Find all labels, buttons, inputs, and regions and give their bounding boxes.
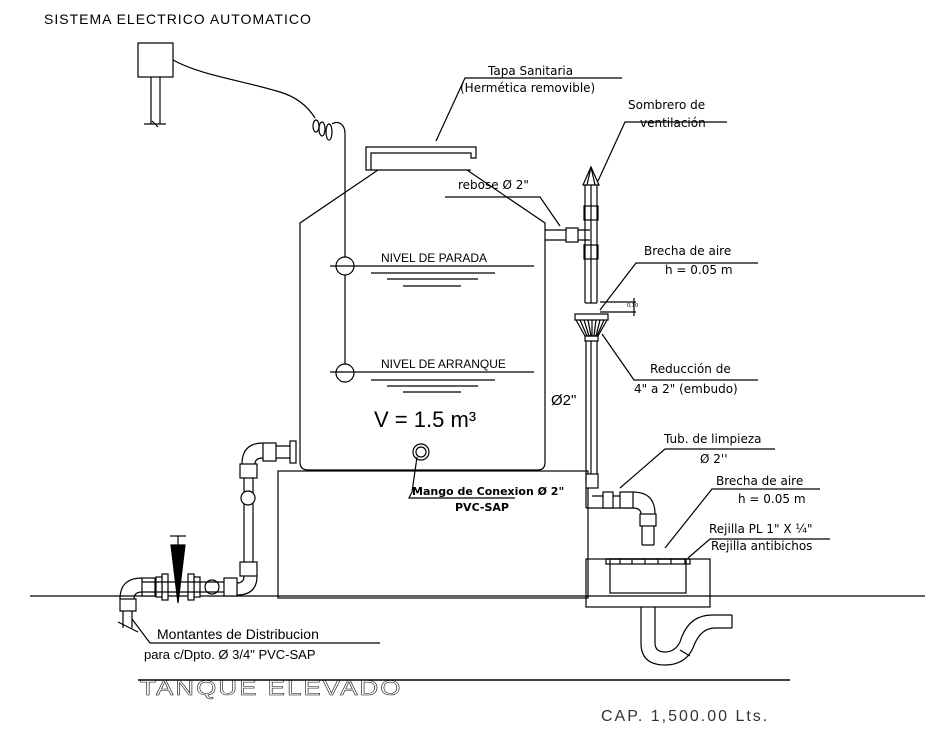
label-brecha-aire-top: Brecha de aire xyxy=(644,244,732,258)
label-brecha-aire-bottom: Brecha de aire xyxy=(716,474,804,488)
cleaning-pipe xyxy=(585,473,657,546)
distribution-pipe xyxy=(117,440,297,633)
outlet-connection xyxy=(412,443,430,461)
label-tapa-sanitaria: Tapa Sanitaria xyxy=(488,64,574,78)
label-ventilacion: ventilación xyxy=(640,116,706,130)
label-nivel-parada: NIVEL DE PARADA xyxy=(381,251,488,265)
label-rejilla-pl: Rejilla PL 1" X ¼" xyxy=(709,522,813,536)
float-start xyxy=(335,363,355,383)
overflow-pipe xyxy=(545,165,600,304)
label-tub-limpieza: Tub. de limpieza xyxy=(664,432,762,446)
label-mango-conexion: Mango de Conexion Ø 2" xyxy=(412,485,565,498)
leader-lines xyxy=(131,77,830,681)
label-brecha-aire-top-h: h = 0.05 m xyxy=(665,263,733,277)
gate-valve xyxy=(170,535,186,604)
label-mango-pvc: PVC-SAP xyxy=(455,501,509,514)
label-brecha-aire-bottom-h: h = 0.05 m xyxy=(738,492,806,506)
electric-cable xyxy=(172,59,316,119)
drain-box xyxy=(585,558,733,666)
label-dimension: 0,10 xyxy=(627,303,639,309)
label-tapa-sanitaria-detail: (Hermética removible) xyxy=(460,81,596,95)
label-nivel-arranque: NIVEL DE ARRANQUE xyxy=(381,357,506,371)
tank-body xyxy=(299,169,546,471)
label-tub-limpieza-diam: Ø 2'' xyxy=(700,452,728,466)
control-box xyxy=(137,42,174,128)
label-rejilla-antibichos: Rejilla antibichos xyxy=(711,539,813,553)
label-diameter-vertical: Ø2" xyxy=(551,392,577,409)
label-sombrero: Sombrero de xyxy=(628,98,706,112)
label-montantes: Montantes de Distribucion xyxy=(157,626,319,642)
label-reduccion: Reducción de xyxy=(650,362,731,376)
tank-base xyxy=(277,470,589,599)
sanitary-lid xyxy=(365,146,477,171)
cable-coil xyxy=(312,119,346,141)
vent-cap xyxy=(582,165,600,186)
label-reduccion-detail: 4" a 2" (embudo) xyxy=(634,382,738,396)
funnel-reducer xyxy=(574,313,609,483)
electric-system-title: SISTEMA ELECTRICO AUTOMATICO xyxy=(44,11,312,27)
label-volume: V = 1.5 m³ xyxy=(374,407,477,432)
label-montantes-detail: para c/Dpto. Ø 3/4" PVC-SAP xyxy=(144,647,316,662)
capacity-label: CAP. 1,500.00 Lts. xyxy=(601,708,770,725)
label-rebose: rebose Ø 2" xyxy=(458,178,529,192)
main-title: TANQUE ELEVADO xyxy=(140,675,403,700)
